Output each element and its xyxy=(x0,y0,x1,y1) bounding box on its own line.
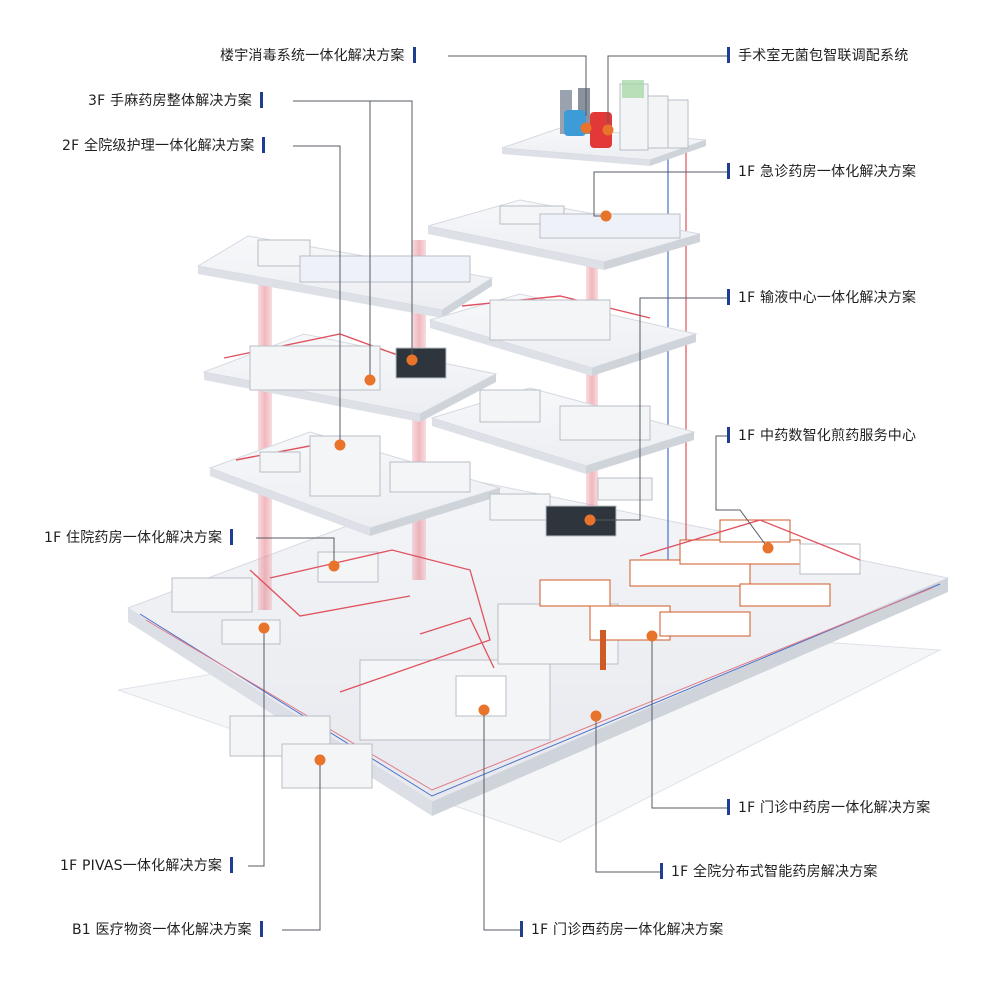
callout-f3-narcotic-pharmacy: 3F 手麻药房整体解决方案 xyxy=(88,92,264,110)
callout-bar xyxy=(260,92,264,108)
callout-f1-outpatient-tcm: 1F 门诊中药房一体化解决方案 xyxy=(727,799,930,817)
callout-bar xyxy=(727,427,730,443)
callout-bar xyxy=(660,863,663,879)
marker-infusion xyxy=(584,514,596,526)
callout-f1-inpatient-pharmacy: 1F 住院药房一体化解决方案 xyxy=(44,529,234,547)
marker-or-sterile xyxy=(602,124,614,136)
marker-emergency xyxy=(600,210,612,222)
callout-f1-tcm-decoction: 1F 中药数智化煎药服务中心 xyxy=(727,427,916,445)
callout-bar xyxy=(727,47,730,63)
conveyor-loops xyxy=(249,519,861,693)
callout-f1-pivas: 1F PIVAS一体化解决方案 xyxy=(60,857,234,875)
callout-bar xyxy=(727,163,730,179)
equipment-blocks xyxy=(171,205,681,789)
marker-f3b xyxy=(406,354,418,366)
callout-bar xyxy=(230,857,234,873)
marker-f2 xyxy=(334,439,346,451)
marker-pivas xyxy=(258,622,270,634)
marker-f3 xyxy=(364,374,376,386)
callout-bar xyxy=(412,47,416,63)
callout-f1-distributed-pharmacy: 1F 全院分布式智能药房解决方案 xyxy=(660,863,878,881)
marker-outpatient-tcm xyxy=(646,630,658,642)
callout-f1-outpatient-western: 1F 门诊西药房一体化解决方案 xyxy=(520,921,723,939)
callout-f1-infusion-center: 1F 输液中心一体化解决方案 xyxy=(727,289,916,307)
location-markers xyxy=(258,122,774,766)
rooftop-slab xyxy=(501,80,707,166)
marker-tcm-decoction xyxy=(762,542,774,554)
callout-bar xyxy=(727,289,730,305)
callout-bar xyxy=(520,921,523,937)
marker-disinfection xyxy=(580,122,592,134)
marker-distributed xyxy=(590,710,602,722)
callout-or-sterile-kit: 手术室无菌包智联调配系统 xyxy=(727,47,908,65)
callout-f1-emergency-pharmacy: 1F 急诊药房一体化解决方案 xyxy=(727,163,916,181)
callout-bar xyxy=(262,137,266,153)
callout-b1-medical-supplies: B1 医疗物资一体化解决方案 xyxy=(72,921,263,939)
callout-f2-nursing: 2F 全院级护理一体化解决方案 xyxy=(62,137,266,155)
callout-building-disinfection: 楼宇消毒系统一体化解决方案 xyxy=(220,47,416,65)
callout-bar xyxy=(230,529,234,545)
tcm-equipment xyxy=(539,519,861,670)
callout-leader-lines xyxy=(248,55,769,931)
marker-outpatient-western xyxy=(478,704,490,716)
marker-b1 xyxy=(314,754,326,766)
marker-inpatient xyxy=(328,560,340,572)
callout-bar xyxy=(727,799,730,815)
callout-bar xyxy=(259,921,263,937)
